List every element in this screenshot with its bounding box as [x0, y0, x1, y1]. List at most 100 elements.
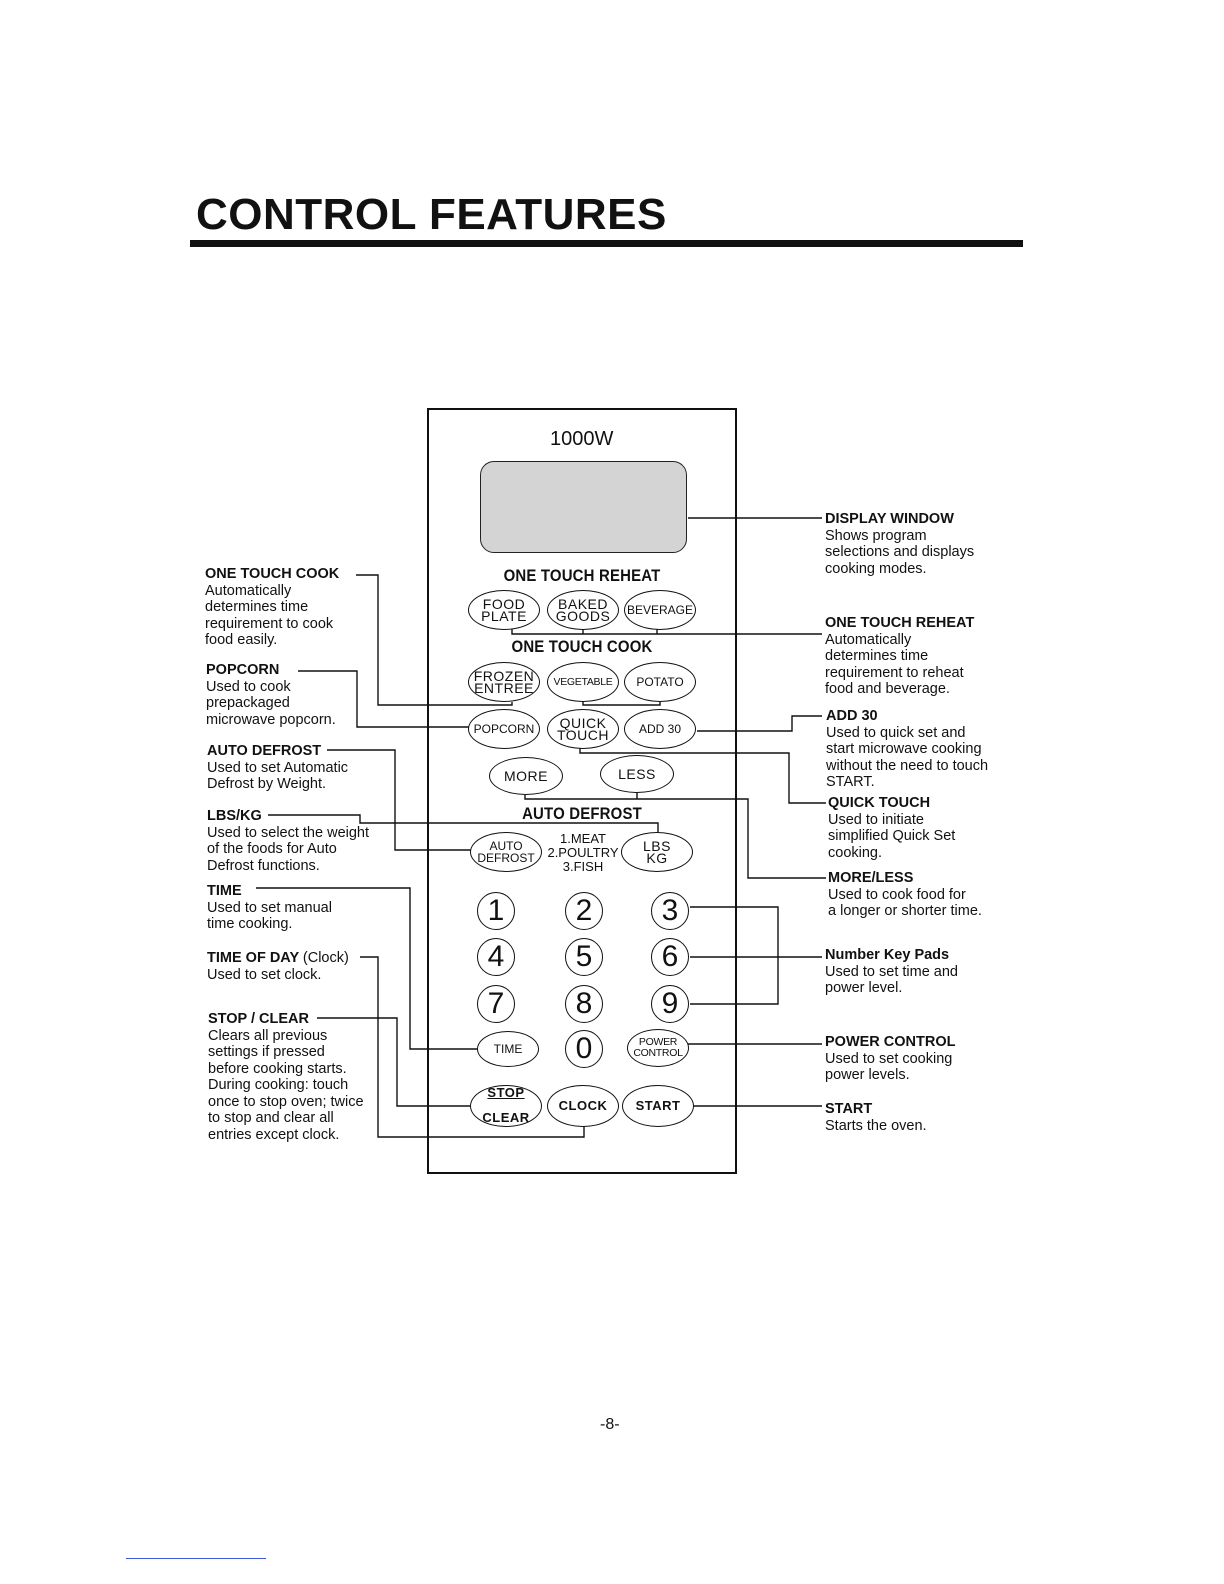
beverage-button[interactable]: BEVERAGE	[624, 590, 696, 630]
add-30-label: ADD 30	[638, 721, 682, 736]
annotation-heading: STOP / CLEAR	[208, 1011, 309, 1027]
annotation-auto-defrost: AUTO DEFROST Used to set Automatic Defro…	[207, 743, 387, 793]
defrost-meat: 1.MEAT	[560, 831, 606, 846]
less-label: LESS	[618, 765, 656, 782]
clock-button[interactable]: CLOCK	[547, 1085, 619, 1127]
annotation-body: Clears all previous settings if pressed …	[208, 1027, 364, 1143]
annotation-quick-touch: QUICK TOUCH Used to initiate simplified …	[828, 795, 1018, 861]
auto-defrost-button[interactable]: AUTO DEFROST	[470, 832, 542, 872]
less-button[interactable]: LESS	[600, 755, 674, 793]
digit-9-button[interactable]: 9	[651, 985, 689, 1023]
popcorn-button[interactable]: POPCORN	[468, 709, 540, 749]
display-window	[480, 461, 687, 553]
defrost-category-list: 1.MEAT 2.POULTRY 3.FISH	[546, 832, 620, 874]
annotation-heading: ONE TOUCH COOK	[205, 566, 340, 582]
frozen-entree-button[interactable]: FROZEN ENTREE	[468, 662, 540, 702]
wattage-label: 1000W	[550, 428, 614, 450]
lbs-kg-button[interactable]: LBS KG	[621, 832, 693, 872]
baked-goods-button[interactable]: BAKED GOODS	[547, 590, 619, 630]
annotation-power-control: POWER CONTROL Used to set cooking power …	[825, 1034, 1015, 1084]
page-title: CONTROL FEATURES	[196, 190, 667, 239]
baked-goods-label: BAKED GOODS	[555, 595, 611, 624]
digit-8-button[interactable]: 8	[565, 985, 603, 1023]
annotation-body: Used to set time and power level.	[825, 963, 958, 997]
defrost-poultry: 2.POULTRY	[547, 845, 619, 860]
annotation-time: TIME Used to set manual time cooking.	[207, 883, 377, 933]
food-plate-label: FOOD PLATE	[481, 595, 527, 624]
annotation-heading: POPCORN	[206, 662, 280, 678]
power-control-label: POWER CONTROL	[633, 1036, 683, 1059]
control-panel	[427, 408, 737, 1174]
digit-4-button[interactable]: 4	[477, 938, 515, 976]
annotation-more-less: MORE/LESS Used to cook food for a longer…	[828, 870, 1018, 920]
start-label: START	[635, 1097, 681, 1113]
frozen-entree-label: FROZEN ENTREE	[473, 667, 535, 696]
annotation-heading: DISPLAY WINDOW	[825, 511, 954, 527]
annotation-body: Used to set cooking power levels.	[825, 1050, 953, 1084]
annotation-body: Used to set Automatic Defrost by Weight.	[207, 759, 349, 793]
annotation-body: Used to quick set and start microwave co…	[826, 724, 989, 791]
annotation-popcorn: POPCORN Used to cook prepackaged microwa…	[206, 662, 376, 728]
section-one-touch-reheat: ONE TOUCH REHEAT	[503, 566, 661, 585]
annotation-stop-clear: STOP / CLEAR Clears all previous setting…	[208, 1011, 388, 1143]
annotation-body: Used to initiate simplified Quick Set co…	[828, 811, 956, 861]
add-30-button[interactable]: ADD 30	[624, 709, 696, 749]
annotation-heading: AUTO DEFROST	[207, 743, 322, 759]
annotation-heading: TIME OF DAY	[207, 950, 299, 966]
clock-label: CLOCK	[558, 1097, 608, 1113]
annotation-body: Used to select the weight of the foods f…	[207, 824, 370, 874]
annotation-heading: LBS/KG	[207, 808, 262, 824]
stop-clear-label: STOP CLEAR	[482, 1075, 529, 1138]
annotation-body: Starts the oven.	[825, 1117, 927, 1134]
annotation-time-of-day: TIME OF DAY (Clock) Used to set clock.	[207, 950, 377, 983]
vegetable-button[interactable]: VEGETABLE	[547, 662, 619, 702]
digit-1-button[interactable]: 1	[477, 892, 515, 930]
more-label: MORE	[504, 767, 548, 784]
digit-0-button[interactable]: 0	[565, 1030, 603, 1068]
food-plate-button[interactable]: FOOD PLATE	[468, 590, 540, 630]
annotation-heading-suffix: (Clock)	[302, 950, 349, 966]
popcorn-label: POPCORN	[473, 721, 535, 736]
potato-button[interactable]: POTATO	[624, 662, 696, 702]
annotation-heading: START	[825, 1101, 873, 1117]
annotation-heading: Number Key Pads	[825, 947, 950, 963]
more-button[interactable]: MORE	[489, 757, 563, 795]
section-auto-defrost: AUTO DEFROST	[522, 804, 642, 823]
annotation-heading: ADD 30	[826, 708, 878, 724]
stop-clear-button[interactable]: STOP CLEAR	[470, 1085, 542, 1127]
footer-rule	[126, 1558, 266, 1559]
annotation-body: Used to set clock.	[207, 966, 322, 983]
beverage-label: BEVERAGE	[626, 602, 694, 617]
annotation-body: Used to cook food for a longer or shorte…	[828, 886, 982, 920]
section-one-touch-cook: ONE TOUCH COOK	[511, 637, 653, 656]
title-rule	[190, 240, 1023, 247]
annotation-start: START Starts the oven.	[825, 1101, 1015, 1134]
potato-label: POTATO	[636, 674, 684, 689]
quick-touch-button[interactable]: QUICK TOUCH	[547, 709, 619, 749]
annotation-add-30: ADD 30 Used to quick set and start micro…	[826, 708, 1026, 791]
digit-3-button[interactable]: 3	[651, 892, 689, 930]
power-control-button[interactable]: POWER CONTROL	[627, 1029, 689, 1067]
stop-label: STOP	[487, 1085, 525, 1101]
annotation-heading: TIME	[207, 883, 242, 899]
auto-defrost-label: AUTO DEFROST	[477, 838, 535, 865]
start-button[interactable]: START	[622, 1085, 694, 1127]
annotation-heading: POWER CONTROL	[825, 1034, 956, 1050]
annotation-one-touch-reheat: ONE TOUCH REHEAT Automatically determine…	[825, 615, 1015, 698]
lbs-kg-label: LBS KG	[643, 837, 671, 866]
defrost-fish: 3.FISH	[562, 859, 604, 874]
digit-2-button[interactable]: 2	[565, 892, 603, 930]
time-button[interactable]: TIME	[477, 1031, 539, 1067]
annotation-body: Used to set manual time cooking.	[207, 899, 332, 933]
annotation-heading: ONE TOUCH REHEAT	[825, 615, 975, 631]
annotation-lbs-kg: LBS/KG Used to select the weight of the …	[207, 808, 397, 874]
digit-5-button[interactable]: 5	[565, 938, 603, 976]
annotation-body: Automatically determines time requiremen…	[205, 582, 334, 649]
clear-label: CLEAR	[482, 1110, 530, 1126]
quick-touch-label: QUICK TOUCH	[556, 714, 610, 743]
annotation-display-window: DISPLAY WINDOW Shows program selections …	[825, 511, 1015, 577]
annotation-one-touch-cook: ONE TOUCH COOK Automatically determines …	[205, 566, 375, 649]
digit-7-button[interactable]: 7	[477, 985, 515, 1023]
digit-6-button[interactable]: 6	[651, 938, 689, 976]
